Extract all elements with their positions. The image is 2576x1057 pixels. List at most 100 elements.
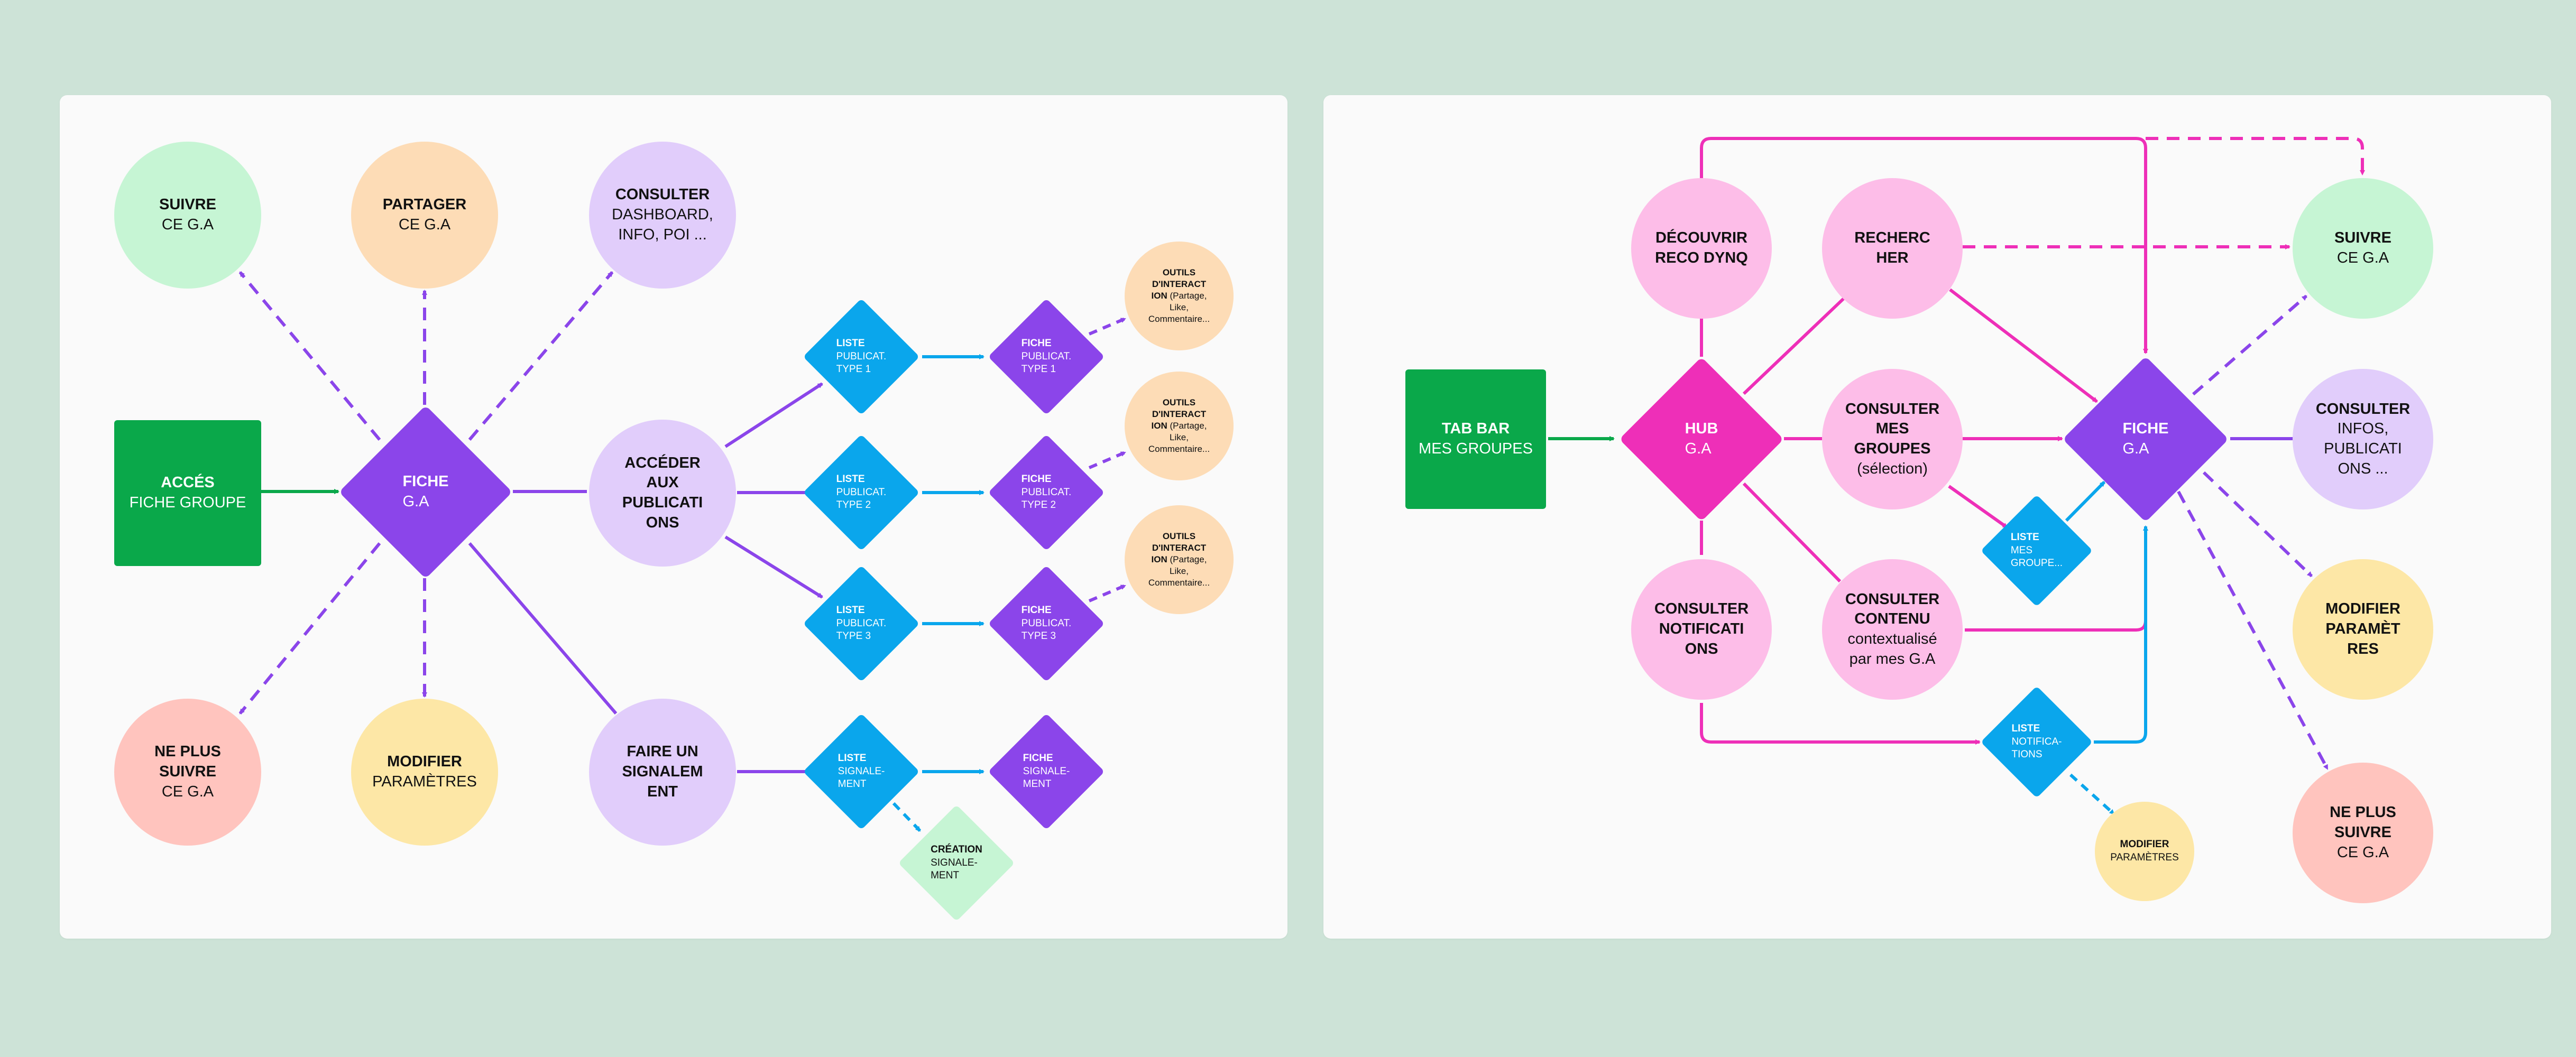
outils-3-l3b: (Partage, — [1170, 554, 1207, 564]
liste-groupes-l3: GROUPE... — [2010, 558, 2063, 569]
node-fiche-ga-subtitle: G.A — [402, 493, 429, 510]
outils-2-l3a: ION — [1151, 420, 1167, 431]
outils-1-l2: D'INTERACT — [1152, 279, 1207, 289]
edge-fiche-to-ne-plus — [238, 542, 381, 715]
node-faire-l3: ENT — [647, 783, 678, 800]
liste-pub-2-l3: TYPE 2 — [836, 499, 871, 511]
node-fiche-ga[interactable]: FICHE G.A — [338, 405, 513, 579]
fiche-pub-1-l3: TYPE 1 — [1021, 364, 1056, 375]
fiche-sig-l2: SIGNALE- — [1023, 765, 1070, 777]
creation-sig-l3: MENT — [931, 870, 959, 882]
node-consulter-groupes-l3: GROUPES — [1854, 440, 1931, 457]
node-ne-plus-right-l3: CE G.A — [2336, 843, 2389, 861]
node-consulter-notif-l1: CONSULTER — [1654, 600, 1749, 618]
edge-hub-to-recherche — [1742, 295, 1847, 395]
node-modifier-small-l2: PARAMÈTRES — [2110, 852, 2179, 863]
node-suivre-subtitle: CE G.A — [161, 216, 214, 233]
liste-notif-l3: TIONS — [2011, 749, 2043, 761]
node-decouvrir-l1: DÉCOUVRIR — [1655, 229, 1747, 247]
node-consulter-infos-l4: ONS ... — [2338, 460, 2388, 477]
node-consulter-infos-l2: INFOS, — [2337, 420, 2389, 438]
outils-2-l3b: (Partage, — [1170, 420, 1207, 431]
edge-notif-to-liste-notif — [1700, 703, 1981, 745]
node-modifier-right-l1: MODIFIER — [2325, 600, 2400, 618]
fiche-pub-2-l1: FICHE — [1021, 473, 1052, 485]
outils-1-l4: Like, — [1170, 302, 1189, 313]
node-consulter-line2: DASHBOARD, — [612, 206, 713, 224]
node-consulter-contenu-l2: CONTENU — [1854, 610, 1930, 628]
node-ne-plus-l1: NE PLUS — [154, 743, 221, 761]
outils-2-l5: Commentaire... — [1148, 444, 1210, 455]
node-acceder-l4: ONS — [646, 514, 679, 531]
node-modifier-right-l2: PARAMÈT — [2325, 620, 2400, 638]
liste-sig-l3: MENT — [838, 778, 867, 790]
node-consulter-infos-l3: PUBLICATI — [2324, 440, 2402, 457]
node-acces-subtitle: FICHE GROUPE — [129, 494, 246, 511]
liste-notif-l1: LISTE — [2011, 722, 2040, 734]
fiche-pub-2-l2: PUBLICAT. — [1021, 486, 1072, 498]
outils-3-l4: Like, — [1170, 566, 1189, 577]
node-modifier-small-l1: MODIFIER — [2120, 839, 2169, 850]
node-modifier-subtitle: PARAMÈTRES — [372, 773, 477, 790]
edge-fiche-to-consulter — [468, 271, 614, 441]
edge-liste-notif-to-modifier — [2069, 773, 2115, 815]
node-hub-title: HUB — [1685, 420, 1718, 438]
edge-fiche1-to-outils1 — [1088, 317, 1126, 336]
liste-groupes-l2: MES — [2010, 544, 2033, 556]
node-decouvrir-reco[interactable]: DÉCOUVRIR RECO DYNQ — [1631, 178, 1772, 319]
node-consulter-infos[interactable]: CONSULTER INFOS, PUBLICATI ONS ... — [2293, 369, 2433, 509]
liste-pub-1-l3: TYPE 1 — [836, 364, 871, 375]
outils-2-l4: Like, — [1170, 432, 1189, 443]
node-faire-l1: FAIRE UN — [627, 743, 698, 761]
node-consulter-groupes-l4: (sélection) — [1857, 460, 1928, 477]
node-partager-title: PARTAGER — [382, 196, 467, 214]
edge-acceder-to-liste3 — [724, 535, 823, 599]
fiche-pub-3-l1: FICHE — [1021, 604, 1052, 616]
fiche-pub-3-l3: TYPE 3 — [1021, 631, 1056, 642]
node-modifier-parametres-small[interactable]: MODIFIER PARAMÈTRES — [2095, 802, 2194, 901]
node-fiche-ga-title: FICHE — [402, 473, 449, 490]
node-decouvrir-l2: RECO DYNQ — [1655, 249, 1748, 266]
outils-3-l3a: ION — [1151, 554, 1167, 564]
node-consulter-infos-l1: CONSULTER — [2315, 400, 2411, 418]
edge-liste-notif-to-fiche — [2094, 525, 2148, 744]
edge-top-loop-to-fiche — [1700, 137, 2148, 354]
node-ne-plus-right-l2: SUIVRE — [2334, 824, 2391, 841]
edge-fiche-to-ne-plus-r — [2177, 490, 2329, 770]
fiche-sig-l3: MENT — [1023, 778, 1052, 790]
creation-sig-l2: SIGNALE- — [931, 857, 978, 868]
liste-pub-2-l1: LISTE — [836, 473, 865, 485]
